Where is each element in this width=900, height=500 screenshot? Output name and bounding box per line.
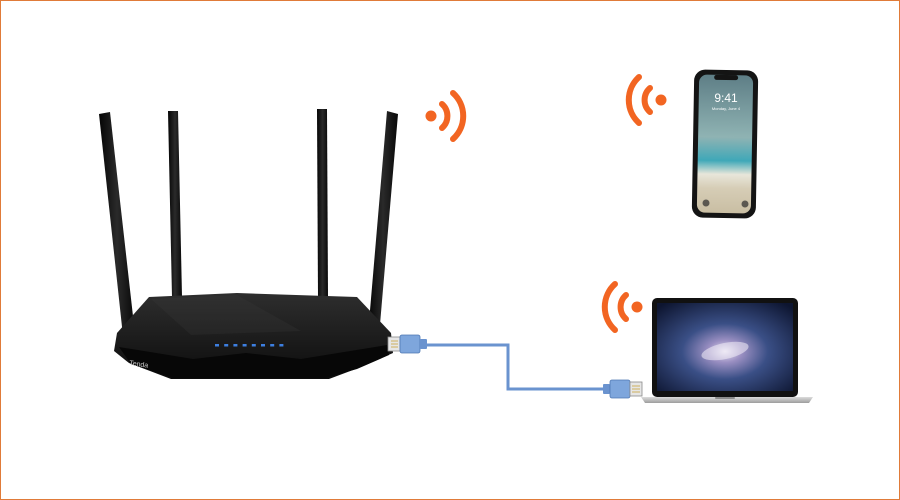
router-antenna-4 — [368, 111, 398, 336]
smartphone: 9:41 Monday, June 4 — [691, 69, 759, 219]
cable-line — [426, 343, 609, 391]
router-status-led — [251, 344, 256, 347]
router-brand-label: Tenda — [129, 360, 149, 370]
phone-flashlight-icon — [702, 199, 710, 207]
phone-notch — [714, 74, 739, 81]
router-antenna-3 — [317, 109, 328, 297]
phone-screen — [696, 74, 754, 214]
phone-wifi-signal-icon — [625, 74, 667, 126]
router-status-led — [224, 344, 229, 347]
router-status-led — [233, 344, 238, 347]
laptop-rj45-connector — [603, 379, 643, 399]
router-status-led — [242, 344, 247, 347]
router-led-row — [215, 344, 284, 347]
phone-camera-icon — [741, 200, 749, 208]
ethernet-cable — [387, 334, 643, 399]
phone-lock-time: 9:41 — [714, 91, 738, 105]
router-status-led — [261, 344, 265, 347]
router-status-led — [215, 344, 219, 347]
laptop-base — [641, 397, 813, 403]
router-front-panel — [119, 345, 389, 378]
router-antenna-1 — [99, 112, 135, 336]
router-top-highlight — [151, 295, 301, 335]
laptop — [641, 298, 813, 403]
laptop-wifi-signal-icon — [601, 281, 643, 333]
router: Tenda — [99, 109, 398, 379]
phone-lock-date: Monday, June 4 — [712, 106, 741, 111]
router-status-led — [279, 344, 284, 347]
laptop-hinge-notch — [715, 397, 735, 399]
router-wifi-signal-icon — [425, 90, 467, 142]
router-rj45-connector — [387, 334, 427, 354]
router-status-led — [270, 344, 275, 347]
router-antenna-2 — [168, 111, 182, 297]
laptop-wallpaper-galaxy — [701, 341, 749, 361]
